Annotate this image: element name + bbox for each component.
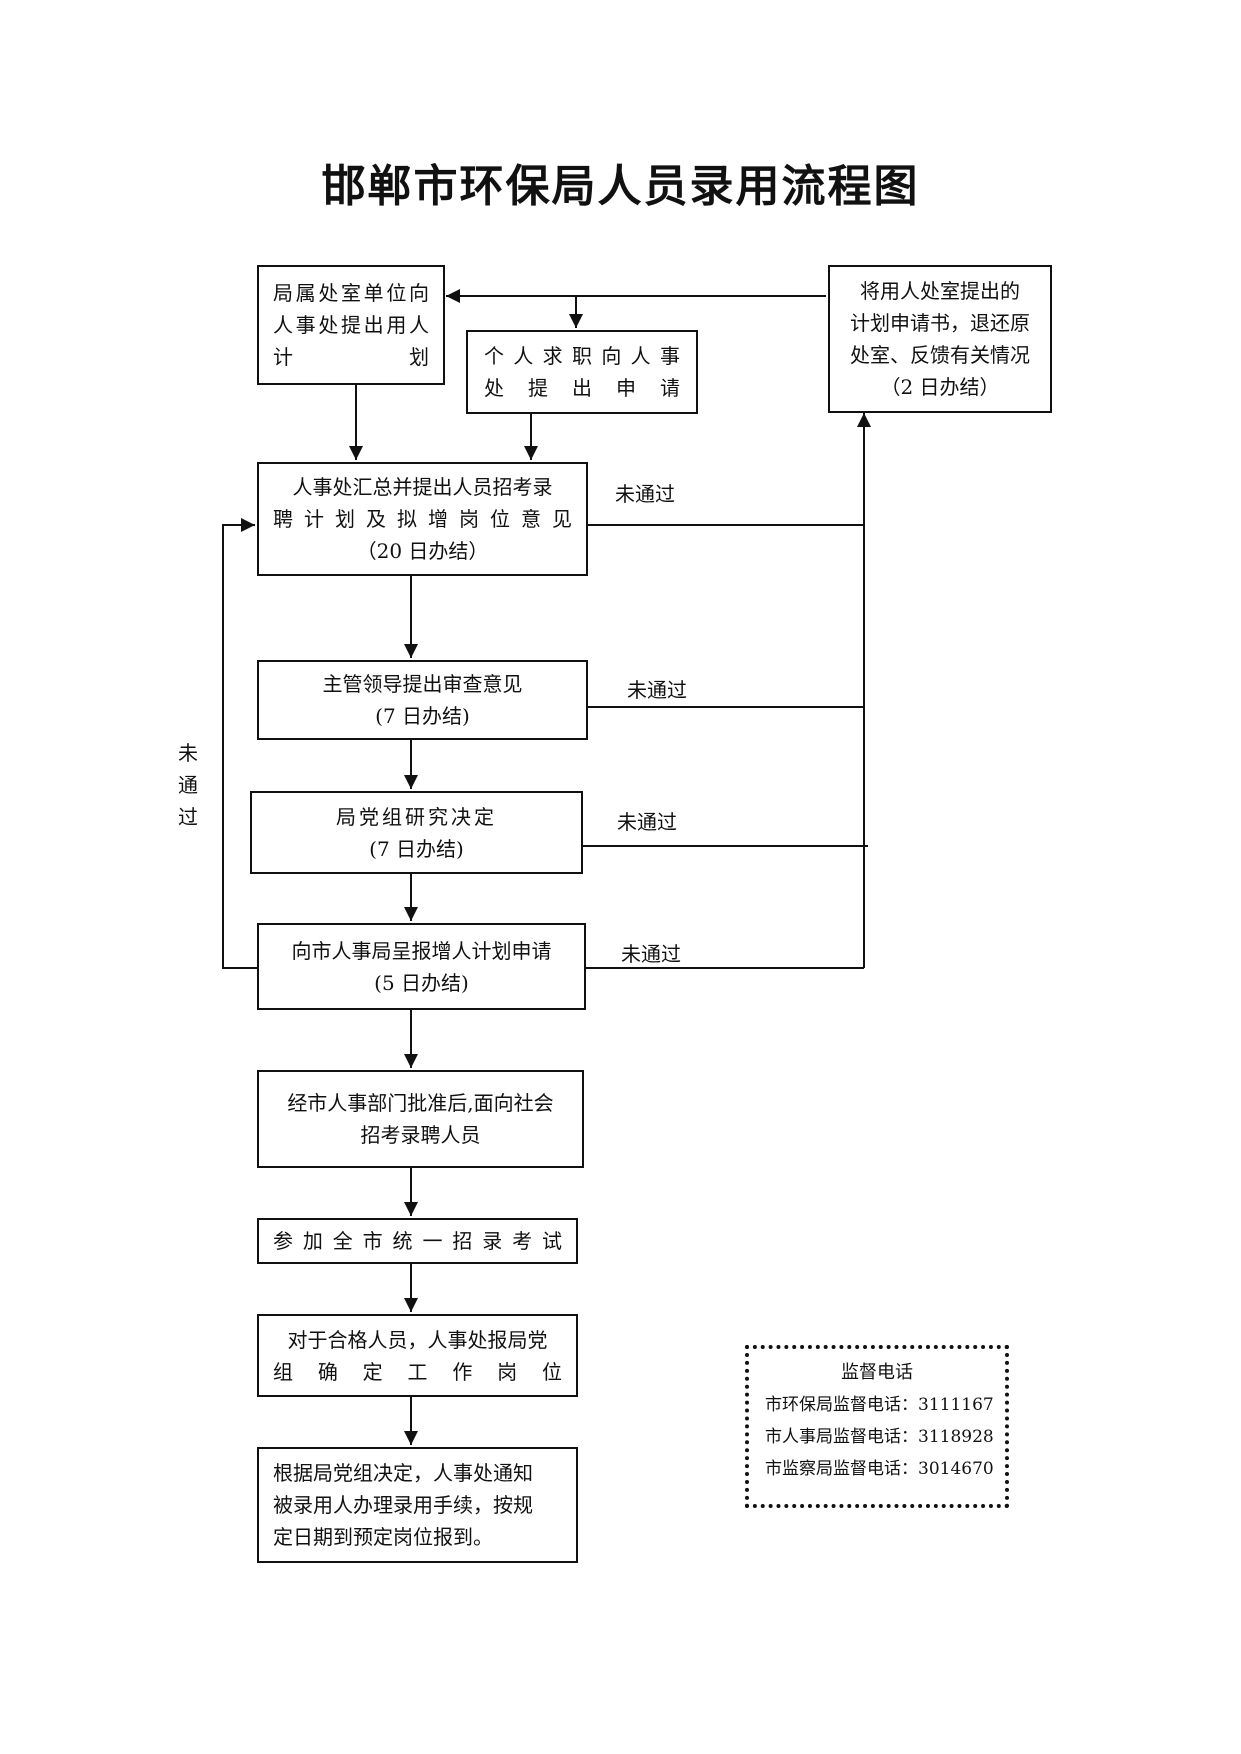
page-title: 邯郸市环保局人员录用流程图 [321,161,920,212]
personal-request-line-1: 个人求职向人事 [484,344,680,368]
hr-summary-line-2: 聘计划及拟增岗位意见 [273,507,572,531]
return-plan-line-4: （2 日办结） [880,375,1000,399]
fail-label-1: 未通过 [615,482,675,506]
fail-label-2: 未通过 [627,678,687,702]
fail-label-4: 未通过 [621,942,681,966]
qualified-line-1: 对于合格人员，人事处报局党 [287,1327,548,1352]
city-submit-box: 向市人事局呈报增人计划申请 (5 日办结) [257,923,586,1010]
notify-line-2: 被录用人办理录用手续，按规 [273,1493,533,1517]
supervision-phone-box: 监督电话 市环保局监督电话：3111167 市人事局监督电话：3118928 市… [745,1345,1009,1508]
leader-review-box: 主管领导提出审查意见 (7 日办结) [257,660,588,740]
party-decision-line-2: (7 日办结) [369,836,464,861]
exam-line-1: 参加全市统一招录考试 [273,1229,562,1253]
return-plan-box: 将用人处室提出的 计划申请书，退还原 处室、反馈有关情况 （2 日办结） [828,265,1052,413]
fail-label-left-char-1: 未 [178,741,198,765]
party-decision-line-1: 局党组研究决定 [336,804,497,829]
dept-plan-line-3: 计 划 [273,345,429,369]
party-decision-box: 局党组研究决定 (7 日办结) [250,791,583,874]
hr-summary-line-1: 人事处汇总并提出人员招考录 [292,475,553,499]
personal-request-line-2: 处提出申请 [484,376,680,400]
return-plan-line-1: 将用人处室提出的 [860,279,1020,303]
qualified-line-2: 组确定工作岗位 [273,1359,562,1384]
dept-plan-box: 局属处室单位向 人事处提出用人 计 划 [257,265,445,385]
personal-request-box: 个人求职向人事 处提出申请 [466,330,698,414]
recruit-line-2: 招考录聘人员 [360,1123,481,1147]
city-submit-line-2: (5 日办结) [374,970,469,995]
leader-review-line-2: (7 日办结) [375,704,470,728]
dept-plan-line-2: 人事处提出用人 [273,313,429,337]
hr-summary-box: 人事处汇总并提出人员招考录 聘计划及拟增岗位意见 （20 日办结） [257,462,588,576]
fail-label-left-char-2: 通 [178,773,198,797]
fail-label-left-char-3: 过 [178,805,198,829]
notify-line-3: 定日期到预定岗位报到。 [273,1525,493,1549]
return-plan-line-2: 计划申请书，退还原 [850,311,1030,335]
hr-summary-line-3: （20 日办结） [356,539,489,563]
qualified-box: 对于合格人员，人事处报局党 组确定工作岗位 [257,1314,578,1397]
fail-label-left: 未 通 过 [176,737,200,833]
city-submit-line-1: 向市人事局呈报增人计划申请 [291,938,552,963]
fail-label-3: 未通过 [617,810,677,834]
left-fail-loop [222,518,257,969]
exam-box: 参加全市统一招录考试 [257,1218,578,1264]
supervision-line-inspect: 市监察局监督电话：3014670 [765,1459,994,1479]
recruit-box: 经市人事部门批准后,面向社会 招考录聘人员 [257,1070,584,1168]
leader-review-line-1: 主管领导提出审查意见 [322,672,523,696]
return-plan-line-3: 处室、反馈有关情况 [850,343,1030,367]
supervision-line-env: 市环保局监督电话：3111167 [765,1395,994,1415]
notify-box: 根据局党组决定，人事处通知 被录用人办理录用手续，按规 定日期到预定岗位报到。 [257,1447,578,1563]
supervision-title: 监督电话 [841,1362,913,1383]
recruit-line-1: 经市人事部门批准后,面向社会 [287,1091,554,1115]
supervision-line-hr: 市人事局监督电话：3118928 [765,1427,994,1447]
dept-plan-line-1: 局属处室单位向 [273,281,429,305]
notify-line-1: 根据局党组决定，人事处通知 [273,1461,533,1485]
